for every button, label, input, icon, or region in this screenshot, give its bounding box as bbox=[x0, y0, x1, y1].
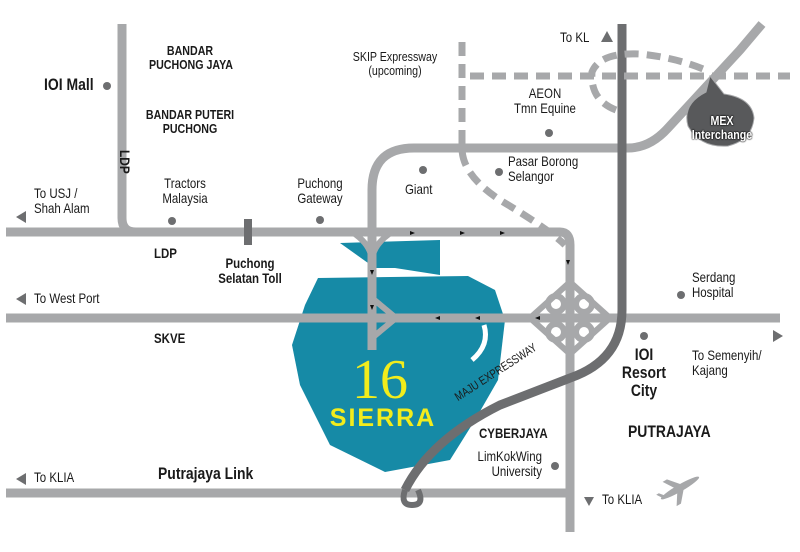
poi-line: Malaysia bbox=[162, 189, 208, 206]
skip-expressway-label: SKIP Expressway(upcoming) bbox=[350, 50, 440, 77]
poi-line: Gateway bbox=[297, 189, 343, 206]
poi-line: Interchange bbox=[691, 126, 753, 142]
area-line: PUCHONG JAYA bbox=[149, 56, 233, 72]
highway-line: SKIP Expressway bbox=[352, 49, 438, 64]
poi-line: MEX bbox=[710, 113, 734, 128]
ldp-vertical-label: LDP bbox=[117, 150, 133, 174]
to-west-port-label: To West Port bbox=[34, 290, 100, 306]
direction-line: Shah Alam bbox=[34, 199, 90, 216]
putrajaya-label: PUTRAJAYA bbox=[628, 422, 711, 441]
to-usj-label: To USJ /Shah Alam bbox=[34, 186, 90, 215]
putrajaya-link-label: Putrajaya Link bbox=[158, 464, 254, 483]
poi-line: University bbox=[491, 462, 542, 479]
to-klia-south-label: To KLIA bbox=[602, 491, 643, 507]
poi-line: LimKokWing bbox=[477, 448, 542, 464]
site-area bbox=[292, 240, 505, 472]
poi-line: IOI bbox=[634, 345, 654, 364]
poi-line: Tmn Equine bbox=[514, 99, 576, 116]
direction-line: To Semenyih/ bbox=[692, 347, 762, 363]
to-klia-west-label: To KLIA bbox=[34, 469, 75, 485]
poi-line: City bbox=[630, 380, 658, 400]
ldp-label: LDP bbox=[154, 245, 177, 261]
logo-number: 16 bbox=[352, 349, 408, 411]
highway-line: (upcoming) bbox=[368, 62, 422, 78]
to-semenyih-label: To Semenyih/Kajang bbox=[692, 348, 762, 377]
poi-line: Serdang bbox=[692, 269, 736, 285]
ioi-mall-label: IOI Mall bbox=[44, 75, 94, 94]
area-line: PUCHONG bbox=[162, 120, 218, 136]
poi-line: Pasar Borong bbox=[508, 153, 579, 169]
logo-name: SIERRA bbox=[329, 404, 437, 432]
area-line: BANDAR bbox=[166, 43, 214, 58]
poi-line: Resort bbox=[621, 362, 667, 382]
to-kl-label: To KL bbox=[560, 29, 590, 45]
poi-line: Selangor bbox=[508, 167, 554, 184]
direction-line: Kajang bbox=[692, 361, 728, 378]
airplane-icon bbox=[656, 476, 700, 507]
cyberjaya-label: CYBERJAYA bbox=[479, 425, 548, 441]
toll-gate bbox=[244, 219, 252, 245]
area-line: BANDAR PUTERI bbox=[145, 107, 235, 122]
poi-line: Hospital bbox=[692, 283, 734, 300]
skve-label: SKVE bbox=[154, 330, 186, 346]
poi-line: Selatan Toll bbox=[218, 269, 282, 286]
poi-line: Puchong bbox=[225, 255, 275, 271]
poi-line: Tractors bbox=[164, 175, 206, 191]
direction-line: To USJ / bbox=[34, 185, 78, 201]
giant-label: Giant bbox=[405, 181, 433, 197]
poi-line: Puchong bbox=[297, 175, 343, 191]
poi-line: AEON bbox=[528, 85, 562, 101]
